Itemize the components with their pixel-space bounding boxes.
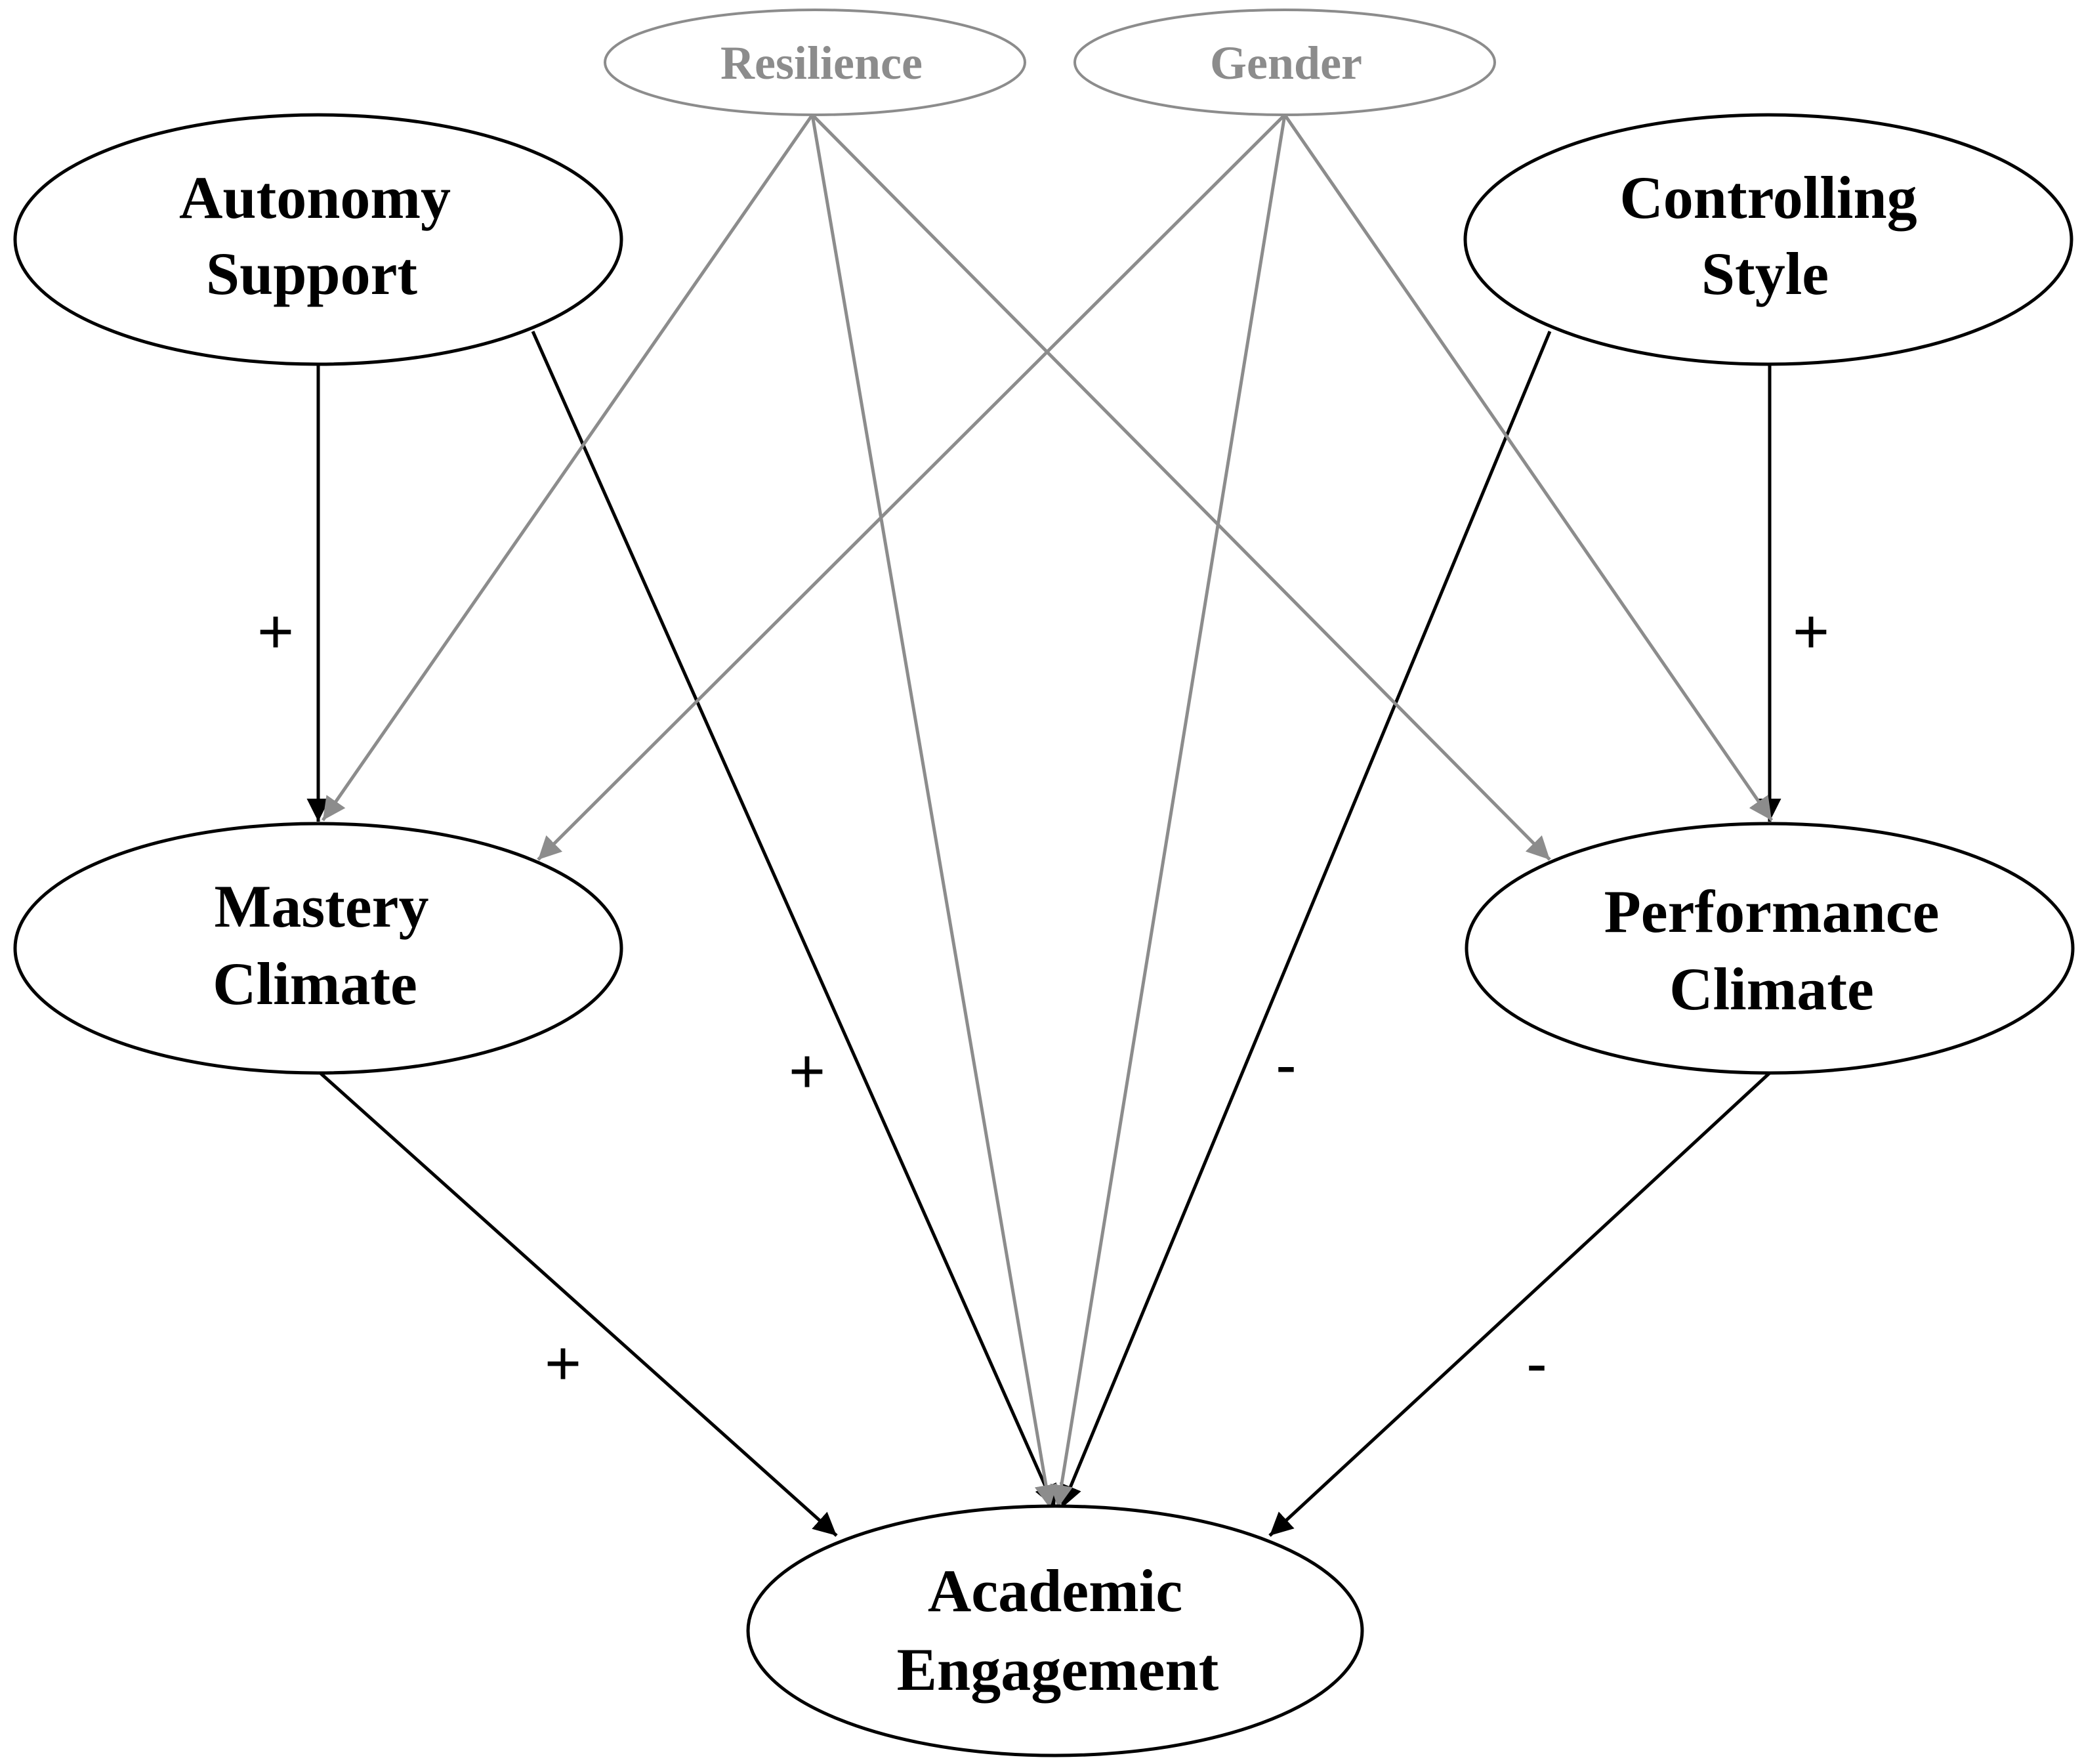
edge-autonomy-engagement	[531, 330, 1057, 1509]
node-gender: Gender	[1073, 9, 1496, 116]
node-resilience: Resilience	[604, 9, 1026, 116]
edges-layer	[306, 114, 1781, 1537]
node-resilience-label: Resilience	[720, 37, 923, 89]
edge-resilience-mastery	[321, 114, 814, 822]
node-gender-label: Gender	[1210, 37, 1362, 89]
node-controlling-label-line2: Style	[1701, 240, 1829, 307]
node-mastery-climate: Mastery Climate	[13, 822, 623, 1075]
edge-resilience-engagement	[810, 114, 1058, 1509]
sign-performance-engagement: -	[1526, 1328, 1547, 1398]
node-academic-engagement: Academic Engagement	[746, 1504, 1364, 1757]
node-engagement-label-line1: Academic	[928, 1557, 1182, 1624]
signs-layer: + + + - + -	[257, 597, 1829, 1398]
sign-autonomy-mastery: +	[257, 597, 294, 667]
node-mastery-label-line1: Mastery	[215, 873, 429, 940]
edge-mastery-engagement	[319, 1072, 838, 1537]
node-engagement-label-line2: Engagement	[897, 1636, 1219, 1703]
node-performance-label-line1: Performance	[1604, 878, 1940, 945]
node-controlling-label-line1: Controlling	[1619, 164, 1917, 231]
edge-resilience-performance	[811, 114, 1551, 861]
sign-mastery-engagement: +	[545, 1328, 581, 1398]
node-controlling-style: Controlling Style	[1463, 113, 2073, 366]
node-performance-label-line2: Climate	[1669, 956, 1874, 1022]
edge-controlling-engagement	[1060, 331, 1552, 1509]
sign-controlling-performance: +	[1793, 597, 1829, 667]
edge-gender-mastery	[537, 114, 1286, 861]
node-autonomy-support: Autonomy Support	[13, 113, 623, 366]
node-mastery-label-line2: Climate	[213, 950, 417, 1017]
sign-controlling-engagement: -	[1276, 1030, 1297, 1100]
edge-performance-engagement	[1268, 1072, 1771, 1537]
sign-autonomy-engagement: +	[789, 1036, 825, 1106]
node-autonomy-label-line1: Autonomy	[179, 164, 451, 231]
node-autonomy-label-line2: Support	[206, 240, 417, 307]
nodes-layer: Resilience Gender Autonomy Support Contr…	[13, 9, 2075, 1757]
node-performance-climate: Performance Climate	[1465, 822, 2075, 1075]
edge-gender-engagement	[1050, 114, 1287, 1509]
edge-gender-performance	[1283, 114, 1774, 822]
